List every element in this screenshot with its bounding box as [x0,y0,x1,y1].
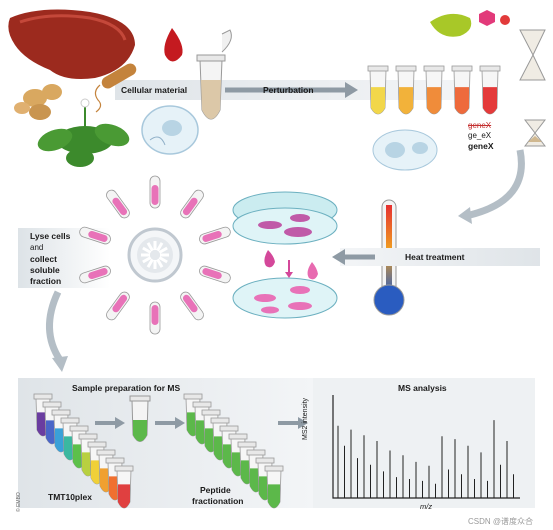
centrifuge-spoke [142,256,152,264]
curve-arrow-right [469,149,525,219]
centrifuge-spoke [146,258,154,268]
gene-partial-label: ge_eX [468,131,492,140]
ms-peaks [337,420,514,498]
hourglass-icon [519,29,547,147]
lysate-tube [180,189,204,219]
lysate-tube [106,189,130,219]
gene-strike-label: geneX [468,121,492,130]
centrifuge-tubes [79,175,231,335]
ms-analysis-label: MS analysis [398,383,447,393]
lyse-label-2: and [30,243,44,252]
lyse-label-3: collect [30,254,57,264]
lysate-tube [79,265,111,284]
perturbation-tube [395,65,417,115]
centrifuge-spokes [141,241,169,269]
ms2-axis-label: MS2 intensity [302,397,309,440]
centrifuge-spoke [156,258,164,268]
lysate-tube [106,291,130,321]
centrifuge-spoke [158,246,168,254]
lyse-label-5: fraction [30,276,62,286]
bacterium-icon [94,63,137,113]
pooled-tube-icon [129,395,151,442]
lysate-tube [199,265,231,284]
ms-panel [313,378,535,508]
lysate-tube [199,226,231,245]
tmt-tube [114,465,134,509]
cellular-material-label: Cellular material [121,85,188,95]
ms-spectrum [332,395,520,499]
heat-treatment-label: Heat treatment [405,252,465,262]
peptide-label-1: Peptide [200,485,231,495]
perturbation-tube [367,65,389,115]
centrifuge-spoke [156,242,164,252]
centrifuge-icon [127,227,183,283]
drop-icon-2 [307,262,318,280]
cell-icon [141,105,199,155]
compound-icons [430,10,510,37]
lysate-tube [149,175,161,209]
tmt-tube-stack [33,393,134,509]
yeast-icon [14,84,62,120]
sample-tube-icon [196,29,232,120]
blood-drop-icon [164,28,183,62]
perturbation-tubes [367,65,501,115]
perturbed-cell-icon [372,129,438,171]
drop-icon [264,250,275,268]
perturbation-tube [451,65,473,115]
centrifuge-spoke [158,256,168,264]
gene-bold-label: geneX [468,141,494,151]
peptide-tube-stack [183,393,284,509]
lyse-label-4: soluble [30,265,60,275]
lysate-tube [180,291,204,321]
perturbation-label: Perturbation [263,85,314,95]
lysate-tube [149,301,161,335]
liver-icon [8,9,135,79]
peptide-label-2: fractionation [192,496,244,506]
centrifuge-spoke [142,246,152,254]
culture-dish-bottom [232,277,338,319]
plant-icon [37,98,130,167]
mz-axis-label: m/z [420,502,433,511]
heat-flow-arrow [332,248,540,266]
embo-credit: © EMBO [16,492,22,512]
perturbation-tube [423,65,445,115]
sample-prep-label: Sample preparation for MS [72,383,181,393]
lysate-tube [79,226,111,245]
perturbation-tube [479,65,501,115]
culture-dish-top [232,191,338,245]
peptide-tube [264,465,284,509]
curve-arrow-left [46,290,63,362]
csdn-watermark: CSDN @谱度众合 [468,517,534,526]
lyse-label-1: Lyse cells [30,231,71,241]
centrifuge-spoke [146,242,154,252]
tmt-label: TMT10plex [48,492,92,502]
